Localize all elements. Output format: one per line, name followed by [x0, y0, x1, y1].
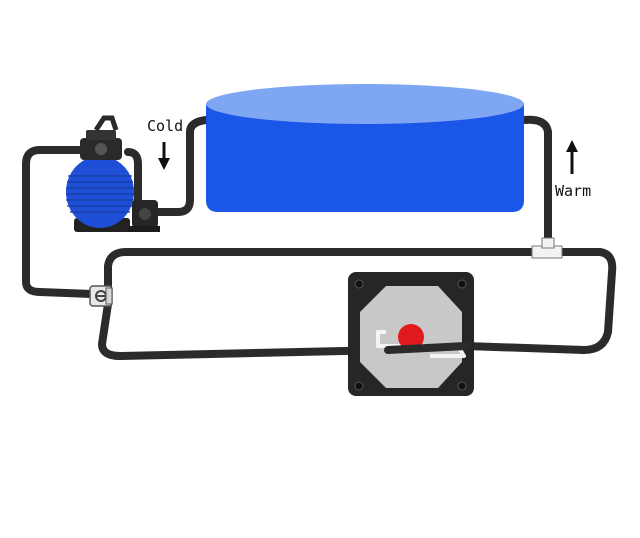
hose-right-loop: [462, 248, 617, 354]
hose-filter-loop: [22, 146, 96, 298]
solar-heater-icon: [348, 272, 474, 396]
hose-bottom-run: [98, 300, 392, 360]
warm-label: Warm: [555, 182, 591, 200]
arrow-up-icon: [566, 140, 578, 174]
filter-tank-stripes: [66, 175, 134, 213]
pool-icon: [206, 84, 524, 212]
hose-warm-outlet: [520, 115, 552, 254]
valve-icon: [89, 285, 113, 307]
heater-knob: [398, 324, 424, 350]
pool-wall: [206, 104, 524, 212]
sand-filter-pump-icon: [66, 115, 160, 232]
filter-handle: [93, 115, 119, 132]
filter-tank: [66, 156, 134, 228]
tee-connector-icon: [531, 237, 563, 259]
cold-label: Cold: [147, 117, 183, 135]
hose-pump-inlet: [124, 148, 142, 210]
hose-top-run: [104, 248, 540, 298]
arrow-down-icon: [158, 142, 170, 170]
hose-cold-return: [152, 116, 210, 216]
hose-network: [22, 115, 617, 360]
pool-water-surface: [206, 84, 524, 124]
